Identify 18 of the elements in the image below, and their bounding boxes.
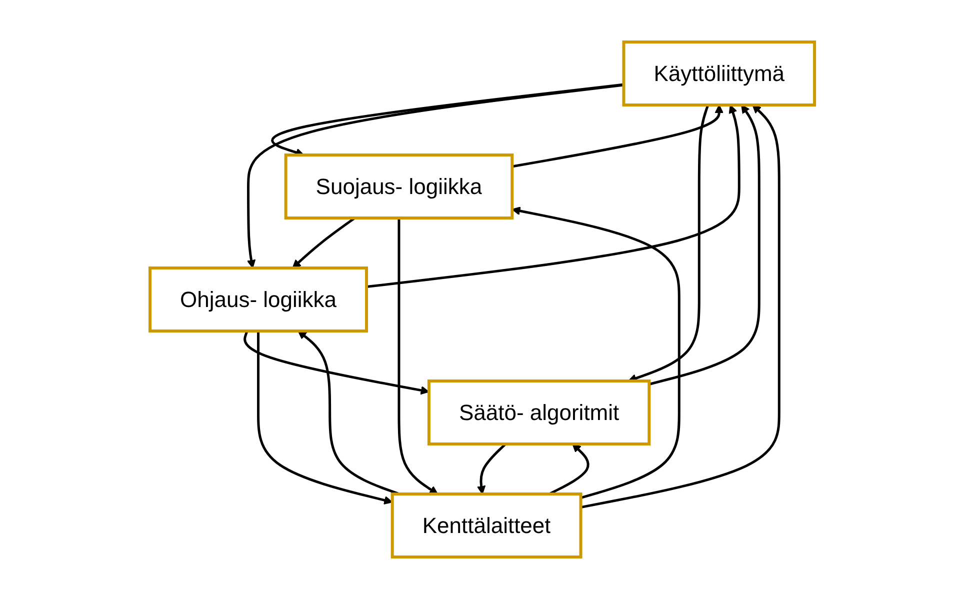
arrow — [512, 206, 681, 499]
arrow — [512, 104, 724, 168]
arrow — [247, 83, 624, 268]
arrow — [628, 104, 710, 382]
arrow — [257, 330, 393, 504]
arrow — [649, 104, 761, 385]
arrow — [366, 104, 741, 288]
node-box: Kenttälaitteet — [391, 492, 582, 558]
arrow — [580, 104, 781, 508]
arrow — [548, 443, 590, 495]
node-box: Suojaus- logiikka — [284, 153, 514, 219]
arrow — [477, 442, 507, 494]
node-box: Ohjaus- logiikka — [148, 266, 368, 332]
node-box: Säätö- algoritmit — [428, 379, 651, 445]
arrow — [244, 330, 430, 394]
arrow — [272, 82, 624, 156]
node-box: Käyttöliittymä — [622, 40, 816, 106]
arrow — [398, 218, 438, 494]
